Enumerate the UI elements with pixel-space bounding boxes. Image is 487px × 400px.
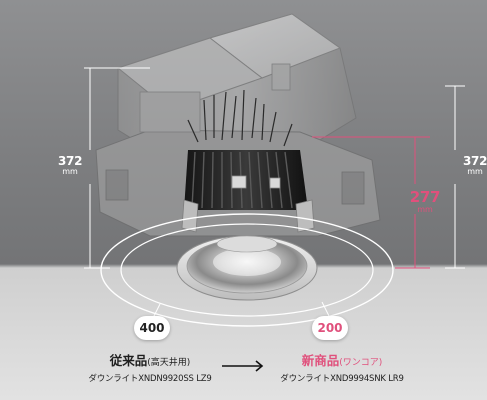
old-product-caption: 従来品(高天井用) ダウンライトXNDN9920SS LZ9 [70, 350, 230, 384]
new-product-caption: 新商品(ワンコア) ダウンライトXND9994SNK LR9 [262, 350, 422, 384]
heatsink [184, 150, 308, 210]
old-product-model: ダウンライトXNDN9920SS LZ9 [88, 374, 212, 384]
new-dimension-line [312, 136, 430, 269]
arrow-right-icon [222, 360, 264, 372]
new-cutout-pointer [321, 301, 331, 319]
new-height-dimension: 277 mm [409, 188, 441, 214]
old-cutout-outline [100, 213, 394, 327]
left-dimension-line [84, 67, 150, 269]
new-cutout-outline [120, 223, 374, 317]
old-product-title: 従来品(高天井用) [109, 353, 191, 368]
mounting-clips [181, 199, 315, 233]
old-cutout-badge: 400 [134, 316, 170, 340]
new-product-model: ダウンライトXND9994SNK LR9 [280, 374, 404, 384]
new-cutout-badge: 200 [312, 316, 348, 340]
right-dimension-line [445, 85, 465, 269]
new-product-title: 新商品(ワンコア) [301, 353, 383, 368]
old-fixture-housing [95, 13, 381, 237]
new-fixture-trim [176, 235, 318, 301]
old-cutout-pointer [152, 303, 161, 319]
left-height-dimension: 372 mm [58, 154, 83, 176]
right-height-dimension: 372 mm [463, 154, 487, 176]
wires [187, 89, 293, 147]
